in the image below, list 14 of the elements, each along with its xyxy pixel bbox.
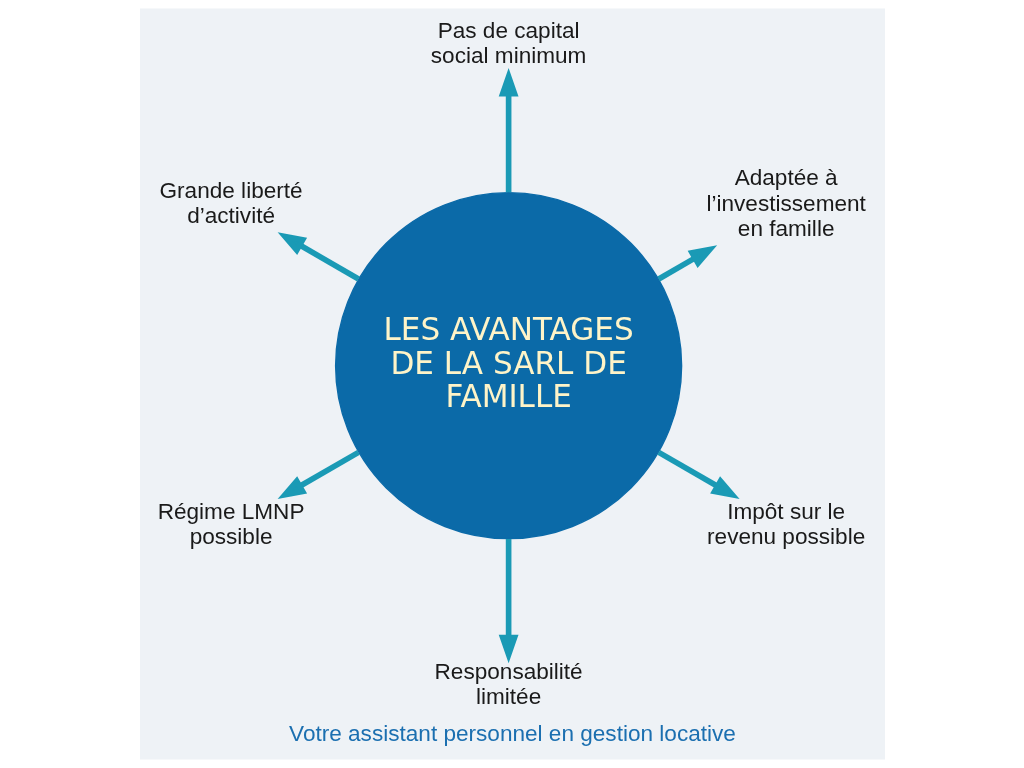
node-text: Grande liberté d’activité [159, 178, 303, 229]
arrow [498, 68, 519, 193]
arrow [277, 232, 360, 282]
node-text: Pas de capital social minimum [430, 17, 586, 69]
caption: Votre assistant personnel en gestion locative [288, 720, 736, 746]
node-text: Régime LMNP possible [157, 498, 304, 549]
arrow [277, 449, 360, 499]
node-text: Responsabilité limitée [434, 658, 583, 710]
arrow [656, 449, 740, 499]
arrow [656, 245, 717, 282]
node-text: Adaptée à l’investissement en famille [705, 165, 866, 242]
arrow [498, 539, 519, 664]
node-text: Impôt sur le revenu possible [706, 498, 865, 549]
node-circle: LES AVANTAGES DE LA SARL DE FAMILLE [334, 191, 682, 540]
